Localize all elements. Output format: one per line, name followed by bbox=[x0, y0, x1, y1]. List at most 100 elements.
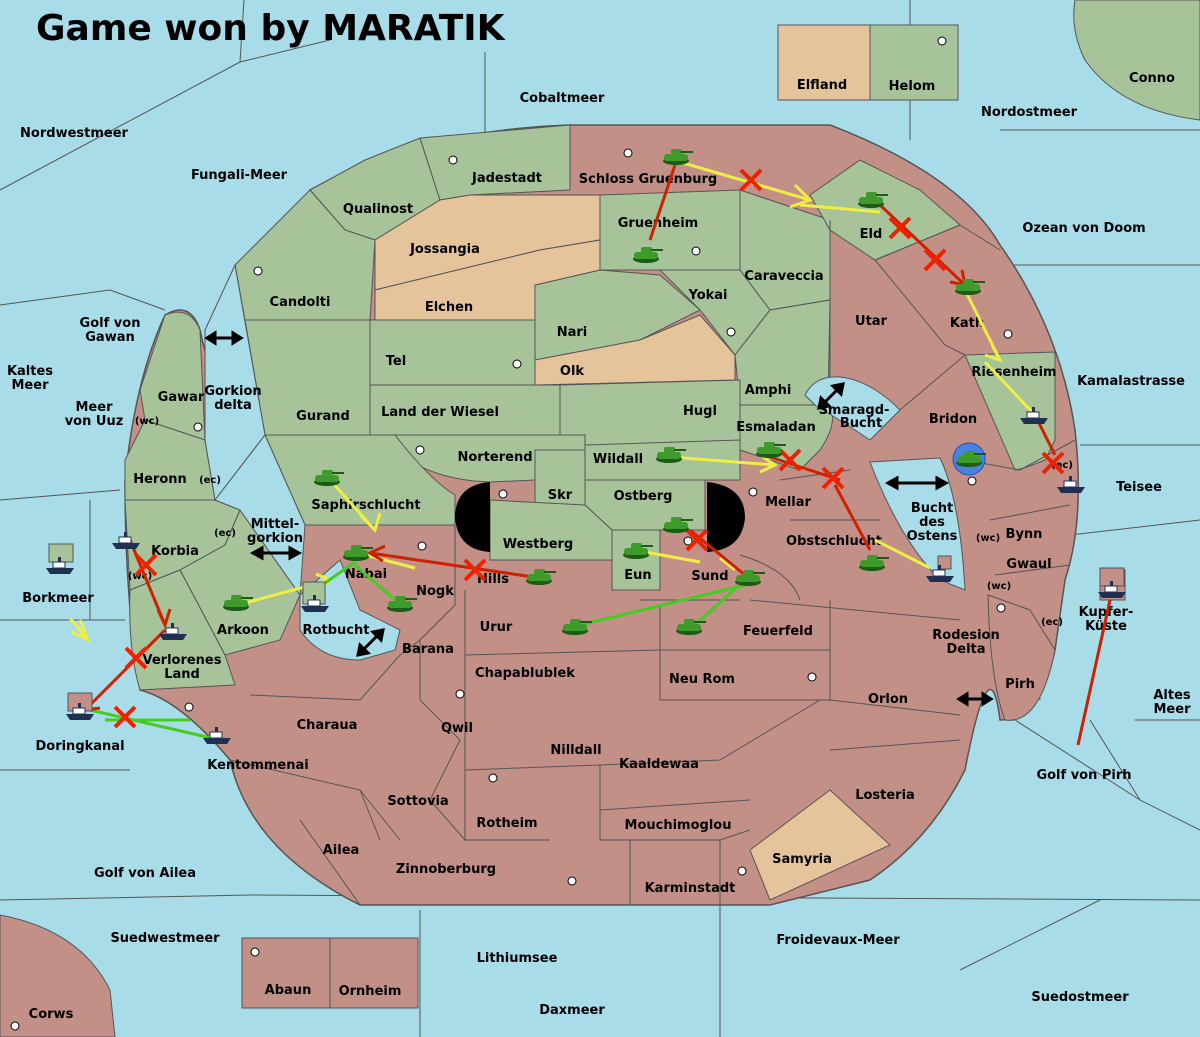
svg-text:(wc): (wc) bbox=[987, 581, 1011, 592]
region-olk[interactable] bbox=[534, 314, 736, 386]
svg-text:Hills: Hills bbox=[477, 572, 509, 587]
region-elchen[interactable] bbox=[374, 239, 601, 321]
svg-text:Rodesion: Rodesion bbox=[932, 628, 999, 643]
svg-text:Meer: Meer bbox=[12, 378, 50, 393]
svg-text:Orlon: Orlon bbox=[868, 692, 908, 707]
svg-text:Golf von Ailea: Golf von Ailea bbox=[94, 866, 196, 881]
svg-text:Neu Rom: Neu Rom bbox=[669, 672, 735, 687]
svg-text:Ostberg: Ostberg bbox=[614, 489, 673, 504]
svg-text:Zinnoberburg: Zinnoberburg bbox=[396, 862, 496, 877]
svg-text:Jadestadt: Jadestadt bbox=[471, 171, 542, 186]
svg-text:Ailea: Ailea bbox=[323, 843, 360, 858]
svg-text:Kentommenai: Kentommenai bbox=[207, 758, 308, 773]
svg-text:Wildall: Wildall bbox=[593, 452, 643, 467]
svg-text:Mittel-: Mittel- bbox=[251, 517, 300, 532]
svg-text:Amphi: Amphi bbox=[745, 383, 792, 398]
supply-centers bbox=[10, 36, 1013, 1031]
svg-text:Gorkion: Gorkion bbox=[204, 384, 261, 399]
svg-text:Golf von: Golf von bbox=[80, 316, 141, 331]
svg-text:Gurand: Gurand bbox=[296, 409, 350, 424]
svg-text:Hugl: Hugl bbox=[683, 404, 717, 419]
region-conno[interactable] bbox=[1073, 0, 1200, 121]
svg-text:Nordostmeer: Nordostmeer bbox=[981, 105, 1078, 120]
svg-text:(ec): (ec) bbox=[1041, 617, 1063, 628]
svg-text:Riesenheim: Riesenheim bbox=[971, 365, 1056, 380]
svg-text:Kath: Kath bbox=[950, 316, 984, 331]
svg-text:Daxmeer: Daxmeer bbox=[539, 1003, 605, 1018]
svg-text:Gwaul: Gwaul bbox=[1006, 557, 1051, 572]
region-gawar[interactable] bbox=[139, 311, 206, 441]
svg-text:Norterend: Norterend bbox=[457, 450, 532, 465]
svg-text:Qualinost: Qualinost bbox=[343, 202, 413, 217]
svg-text:Candolti: Candolti bbox=[270, 295, 331, 310]
svg-text:des: des bbox=[919, 515, 945, 530]
region-pirh[interactable] bbox=[987, 594, 1056, 721]
svg-text:Barana: Barana bbox=[402, 642, 454, 657]
svg-text:Tel: Tel bbox=[386, 354, 406, 369]
svg-text:Bucht: Bucht bbox=[840, 416, 882, 431]
svg-text:Gruenheim: Gruenheim bbox=[618, 216, 698, 231]
svg-text:Esmaladan: Esmaladan bbox=[736, 420, 816, 435]
passages bbox=[204, 330, 994, 707]
svg-text:Bridon: Bridon bbox=[929, 412, 977, 427]
svg-text:Korbia: Korbia bbox=[151, 544, 199, 559]
svg-text:Borkmeer: Borkmeer bbox=[22, 591, 94, 606]
units bbox=[45, 149, 1127, 745]
region-tel[interactable] bbox=[369, 314, 541, 386]
svg-text:Nari: Nari bbox=[557, 325, 588, 340]
svg-text:Lithiumsee: Lithiumsee bbox=[477, 951, 558, 966]
svg-text:Losteria: Losteria bbox=[855, 788, 915, 803]
svg-text:Saphirschlucht: Saphirschlucht bbox=[311, 498, 420, 513]
svg-text:Westberg: Westberg bbox=[503, 537, 573, 552]
svg-text:Nilldall: Nilldall bbox=[550, 743, 601, 758]
svg-text:(wc): (wc) bbox=[128, 571, 152, 582]
svg-text:Land der Wiesel: Land der Wiesel bbox=[381, 405, 499, 420]
svg-text:Teisee: Teisee bbox=[1116, 480, 1162, 495]
svg-text:Rotbucht: Rotbucht bbox=[303, 623, 370, 638]
svg-text:Smaragd-: Smaragd- bbox=[819, 403, 890, 418]
svg-text:(ec): (ec) bbox=[214, 528, 236, 539]
svg-text:Schloss Gruenburg: Schloss Gruenburg bbox=[579, 172, 717, 187]
left-blocker bbox=[455, 482, 490, 552]
svg-text:Arkoon: Arkoon bbox=[217, 623, 269, 638]
sea-mittel-gorkion[interactable] bbox=[214, 434, 306, 597]
svg-text:Eun: Eun bbox=[624, 568, 651, 583]
svg-text:(wc): (wc) bbox=[135, 416, 159, 427]
svg-text:Qwil: Qwil bbox=[441, 721, 473, 736]
region-labels: Nordwestmeer Cobaltmeer Nordostmeer Conn… bbox=[7, 71, 1191, 1022]
svg-text:Conno: Conno bbox=[1129, 71, 1175, 86]
svg-text:Gawar: Gawar bbox=[158, 390, 205, 405]
svg-text:Elchen: Elchen bbox=[425, 300, 473, 315]
right-blocker bbox=[707, 482, 745, 552]
region-corws[interactable] bbox=[0, 914, 116, 1037]
svg-text:Kamalastrasse: Kamalastrasse bbox=[1077, 374, 1185, 389]
svg-text:Chapablublek: Chapablublek bbox=[475, 666, 575, 681]
sea-smaragd-bucht[interactable] bbox=[804, 376, 901, 441]
svg-text:Golf von Pirh: Golf von Pirh bbox=[1036, 768, 1131, 783]
svg-text:Kaaldewaa: Kaaldewaa bbox=[619, 757, 699, 772]
svg-text:Utar: Utar bbox=[855, 314, 888, 329]
svg-text:Suedwestmeer: Suedwestmeer bbox=[110, 931, 220, 946]
svg-text:Eld: Eld bbox=[860, 227, 883, 242]
svg-text:Suedostmeer: Suedostmeer bbox=[1031, 990, 1129, 1005]
svg-text:von Uuz: von Uuz bbox=[65, 414, 124, 429]
svg-text:Rotheim: Rotheim bbox=[476, 816, 537, 831]
svg-text:Nordwestmeer: Nordwestmeer bbox=[20, 126, 128, 141]
region-jadestadt[interactable] bbox=[419, 124, 571, 201]
svg-text:Bynn: Bynn bbox=[1006, 527, 1043, 542]
svg-text:Feuerfeld: Feuerfeld bbox=[743, 624, 813, 639]
svg-text:Obstschlucht: Obstschlucht bbox=[786, 534, 882, 549]
svg-text:Ornheim: Ornheim bbox=[339, 984, 402, 999]
region-elfland[interactable] bbox=[777, 24, 871, 101]
svg-text:Altes: Altes bbox=[1153, 688, 1191, 703]
region-saphirschlucht[interactable] bbox=[264, 434, 456, 526]
svg-text:(wc): (wc) bbox=[976, 533, 1000, 544]
svg-text:Froidevaux-Meer: Froidevaux-Meer bbox=[776, 933, 900, 948]
svg-text:Gawan: Gawan bbox=[85, 330, 134, 345]
svg-text:Skr: Skr bbox=[548, 488, 573, 503]
region-samyria[interactable] bbox=[749, 789, 891, 901]
svg-text:Ostens: Ostens bbox=[907, 529, 958, 544]
region-ornheim[interactable] bbox=[329, 937, 419, 1009]
svg-text:Mouchimoglou: Mouchimoglou bbox=[625, 818, 732, 833]
